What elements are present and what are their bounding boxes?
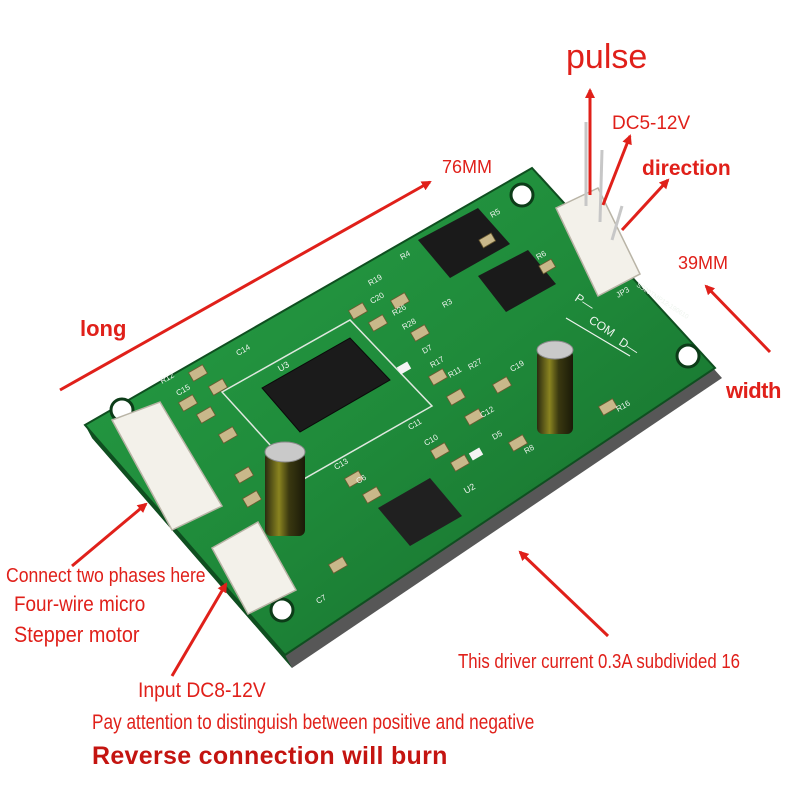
capacitor-small <box>264 441 306 536</box>
regulator-u2 <box>378 478 462 546</box>
label-long: long <box>80 316 127 341</box>
label-pulse: pulse <box>566 38 648 76</box>
label-width-mm: 39MM <box>678 253 729 273</box>
voltage-signal-arrow <box>601 134 632 206</box>
label-reverse: Reverse connection will burn <box>92 742 448 770</box>
mounting-hole <box>509 182 535 208</box>
capacitor-large <box>536 340 574 434</box>
label-phases-line2: Four-wire micro <box>14 593 146 616</box>
mounting-hole <box>675 343 701 369</box>
signal-connector <box>554 122 641 298</box>
power-connector <box>210 520 298 615</box>
led <box>396 361 412 375</box>
label-driver-current: This driver current 0.3A subdivided 16 <box>458 651 741 673</box>
label-input: Input DC8-12V <box>138 679 266 702</box>
label-phases-line3: Stepper motor <box>14 622 140 647</box>
silk-arrow-line <box>565 317 631 357</box>
pcb-edge <box>85 425 292 668</box>
chip-u3 <box>261 337 391 433</box>
label-length-mm: 76MM <box>442 157 493 177</box>
label-polarity: Pay attention to distinguish between pos… <box>92 711 535 734</box>
mounting-hole <box>269 597 295 623</box>
width-arrow <box>704 284 772 354</box>
label-phases-line1: Connect two phases here <box>6 565 206 587</box>
length-arrow <box>59 180 432 392</box>
label-width: width <box>726 378 781 403</box>
led <box>468 447 484 461</box>
smd-components <box>178 232 618 574</box>
driver-arrow <box>518 550 610 638</box>
label-direction: direction <box>642 157 731 180</box>
annotation-arrows <box>59 88 772 677</box>
input-arrow <box>170 582 228 677</box>
motor-arrow <box>71 502 148 568</box>
direction-arrow <box>620 178 670 232</box>
silk-u2: U2 <box>462 481 477 495</box>
optocoupler <box>418 208 510 278</box>
optocoupler <box>478 250 556 312</box>
label-voltage-signal: DC5-12V <box>612 113 691 134</box>
silk-u3: U3 <box>276 359 291 373</box>
motor-connector <box>110 401 224 531</box>
